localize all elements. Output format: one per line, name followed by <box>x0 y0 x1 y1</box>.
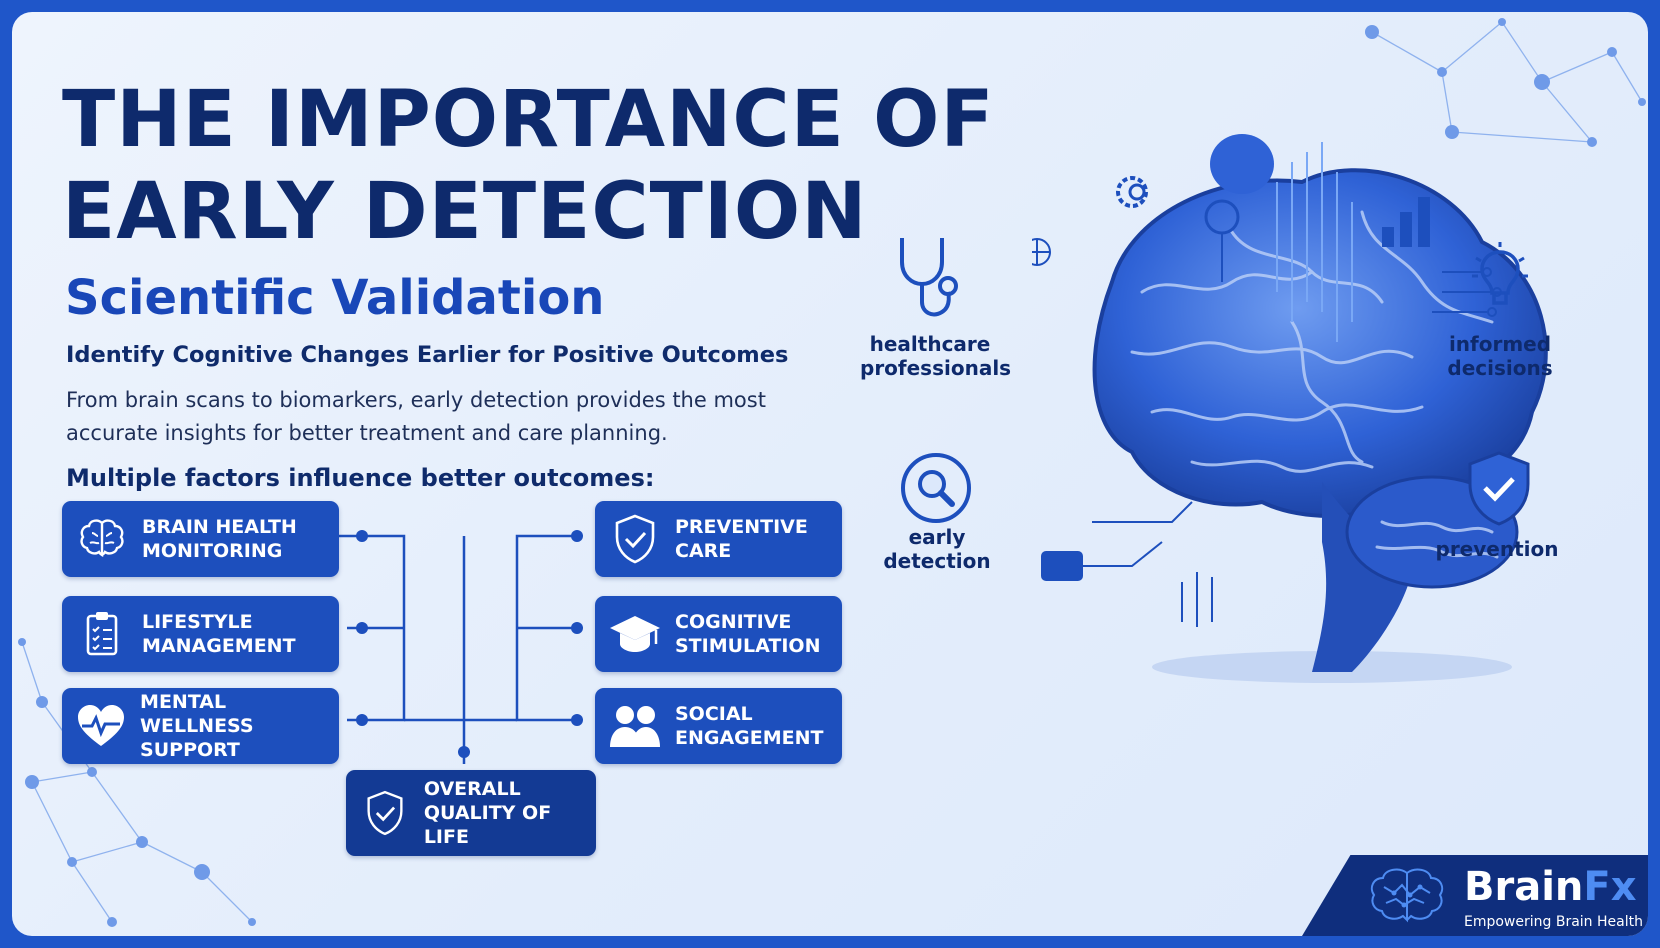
shield-check-icon <box>607 511 663 567</box>
factors-heading: Multiple factors influence better outcom… <box>66 464 655 492</box>
title-line-2: EARLY DETECTION <box>62 167 868 257</box>
people-icon <box>607 698 663 754</box>
factor-label: LIFESTYLE MANAGEMENT <box>142 611 296 657</box>
heart-pulse-icon <box>74 698 128 754</box>
title-line-1: THE IMPORTANCE OF <box>62 75 995 165</box>
factor-social-engagement: SOCIAL ENGAGEMENT <box>595 688 842 764</box>
factor-label: SOCIAL ENGAGEMENT <box>675 703 824 749</box>
factor-mental-wellness-support: MENTAL WELLNESS SUPPORT <box>62 688 339 764</box>
logo-name-accent: Fx <box>1583 864 1637 910</box>
label-healthcare-professionals: healthcare professionals <box>860 332 1012 380</box>
factor-overall-quality-of-life: OVERALL QUALITY OF LIFE <box>346 770 596 856</box>
page-title: THE IMPORTANCE OF EARLY DETECTION <box>62 74 995 258</box>
label-informed-decisions: informed decisions <box>1447 332 1553 380</box>
logo-tagline: Empowering Brain Health <box>1464 914 1643 930</box>
brain-logo-icon <box>1370 868 1444 923</box>
stethoscope-icon <box>900 238 958 317</box>
description-paragraph: From brain scans to biomarkers, early de… <box>66 388 766 445</box>
factor-label: PREVENTIVE CARE <box>675 516 808 562</box>
logo-name-main: Brain <box>1464 864 1584 910</box>
logo-background <box>1302 855 1648 936</box>
factor-label: BRAIN HEALTH MONITORING <box>142 516 297 562</box>
factor-label: OVERALL QUALITY OF LIFE <box>423 778 552 848</box>
factor-lifestyle-management: LIFESTYLE MANAGEMENT <box>62 596 339 672</box>
shield-check-icon <box>1468 451 1530 526</box>
magnifier-icon <box>901 453 971 523</box>
factor-label: MENTAL WELLNESS SUPPORT <box>140 691 254 761</box>
factor-cognitive-stimulation: COGNITIVE STIMULATION <box>595 596 842 672</box>
infographic-panel: THE IMPORTANCE OF EARLY DETECTION Scient… <box>12 12 1648 936</box>
lead-text: Identify Cognitive Changes Earlier for P… <box>66 342 789 368</box>
lightbulb-icon <box>1472 242 1528 305</box>
network-decoration-top-right <box>1365 18 1646 147</box>
label-early-detection: early detection <box>883 525 991 573</box>
factor-brain-health-monitoring: BRAIN HEALTH MONITORING <box>62 501 339 577</box>
brain-icon <box>74 511 130 567</box>
factor-preventive-care: PREVENTIVE CARE <box>595 501 842 577</box>
factor-label: COGNITIVE STIMULATION <box>675 611 821 657</box>
shield-check-icon <box>358 785 412 841</box>
logo-wordmark: BrainFx <box>1464 864 1637 910</box>
graduation-cap-icon <box>607 606 663 662</box>
subtitle: Scientific Validation <box>65 270 605 326</box>
label-prevention: prevention <box>1435 537 1559 561</box>
clipboard-icon <box>74 606 130 662</box>
brain-illustration <box>1032 134 1548 683</box>
factor-connectors <box>337 530 583 764</box>
